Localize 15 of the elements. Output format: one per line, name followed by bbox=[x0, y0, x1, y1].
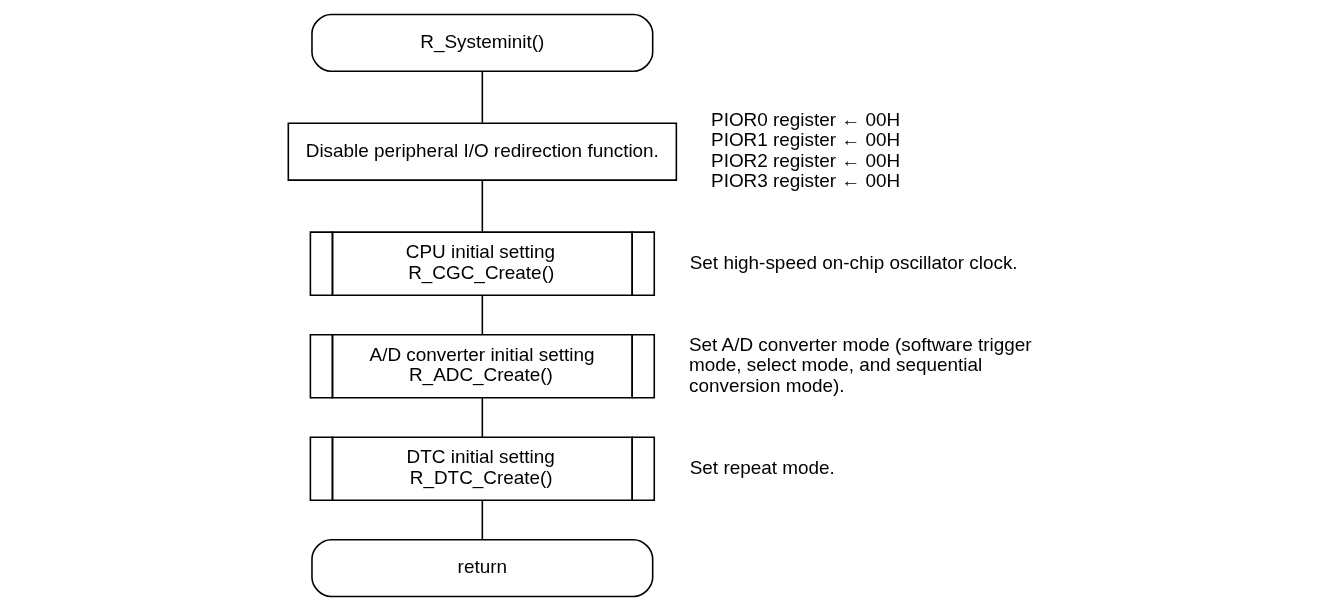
node-label: Set high-speed on-chip oscillator clock. bbox=[689, 251, 1018, 273]
node-box: Disable peripheral I/O redirection function. bbox=[287, 122, 677, 181]
connector bbox=[481, 179, 483, 233]
node-label: Set A/D converter mode (software trigger mode, select mode, and sequential conversion mode). bbox=[688, 333, 1032, 396]
node-label: Set repeat mode. bbox=[689, 456, 835, 478]
node-label: PIOR2 register ← 00H bbox=[710, 149, 900, 171]
node-box: R_Systeminit() bbox=[310, 13, 653, 73]
node-label: PIOR0 register ← 00H bbox=[710, 108, 900, 130]
node-box: return bbox=[310, 538, 653, 598]
node-label: PIOR3 register ← 00H bbox=[710, 170, 900, 192]
connector bbox=[481, 294, 483, 336]
connector bbox=[481, 70, 483, 124]
node-label: PIOR1 register ← 00H bbox=[710, 129, 900, 151]
connector bbox=[481, 500, 483, 541]
connector bbox=[481, 397, 483, 438]
